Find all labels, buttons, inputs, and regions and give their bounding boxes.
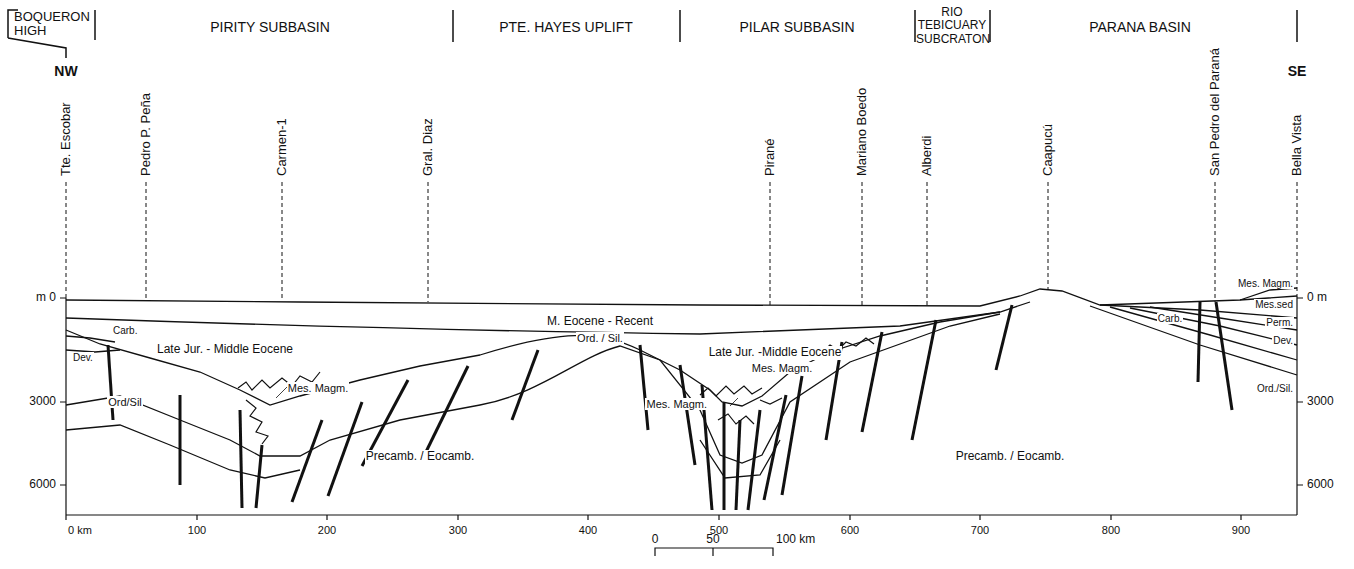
depth-label: 3000 bbox=[1307, 395, 1334, 408]
layer-label: Ord/Sil bbox=[107, 396, 143, 408]
distance-label: 900 bbox=[1232, 524, 1250, 536]
depth-label: 6000 bbox=[1307, 478, 1334, 491]
region-name: RIO TEBICUARY SUBCRATON bbox=[916, 6, 988, 46]
layer-label: Mes. Magm. bbox=[751, 362, 814, 374]
well-name: Pedro P. Peña bbox=[139, 93, 153, 176]
layer-label: Mes. Magm. bbox=[1237, 278, 1294, 289]
well-name: San Pedro del Paraná bbox=[1208, 48, 1222, 176]
region-name: PARANA BASIN bbox=[1089, 20, 1191, 35]
distance-label: 400 bbox=[579, 524, 597, 536]
layer-label: Ord./Sil. bbox=[1256, 383, 1294, 394]
layer-label: Dev. bbox=[72, 352, 94, 363]
layer-label: Perm. bbox=[1265, 317, 1294, 328]
well-name: Caapucú bbox=[1041, 124, 1055, 176]
layer-label: Carb. bbox=[112, 325, 138, 336]
axes bbox=[60, 296, 1303, 556]
region-name: PILAR SUBBASIN bbox=[739, 20, 854, 35]
distance-label: 300 bbox=[449, 524, 467, 536]
layer-label: Late Jur. - Middle Eocene bbox=[156, 343, 294, 356]
depth-label: 6000 bbox=[29, 478, 56, 491]
distance-label: 700 bbox=[971, 524, 989, 536]
direction-label: NW bbox=[54, 64, 77, 79]
region-name: PTE. HAYES UPLIFT bbox=[499, 20, 633, 35]
distance-label: 200 bbox=[318, 524, 336, 536]
scale-label: 0 bbox=[652, 533, 659, 546]
layer-label: Ord. / Sil. bbox=[576, 332, 624, 344]
well-name: Alberdi bbox=[920, 136, 934, 176]
layer-label: Mes. Magm. bbox=[287, 382, 350, 394]
depth-label: 3000 bbox=[29, 395, 56, 408]
well-name: Mariano Boedo bbox=[855, 88, 869, 176]
well-name: Gral. Diaz bbox=[421, 118, 435, 176]
distance-label: 0 km bbox=[68, 524, 92, 536]
well-lines bbox=[66, 182, 1297, 306]
layer-label: M. Eocene - Recent bbox=[546, 315, 654, 328]
well-name: Pirané bbox=[763, 138, 777, 176]
distance-label: 100 bbox=[188, 524, 206, 536]
layer-label: Dev. bbox=[1272, 335, 1294, 346]
layer-label: Precamb. / Eocamb. bbox=[365, 450, 476, 463]
layer-label: Late Jur. -Middle Eocene bbox=[708, 346, 843, 359]
layer-label: Precamb. / Eocamb. bbox=[955, 450, 1066, 463]
layer-label: Carb. bbox=[1157, 313, 1183, 324]
depth-label: m 0 bbox=[36, 291, 56, 304]
layer-label: Mes. Magm. bbox=[645, 398, 708, 410]
depth-label: 0 m bbox=[1307, 291, 1327, 304]
direction-label: SE bbox=[1288, 64, 1307, 79]
distance-label: 600 bbox=[841, 524, 859, 536]
region-dividers bbox=[8, 10, 1297, 58]
region-name: BOQUERON HIGH bbox=[14, 10, 92, 39]
region-name: PIRITY SUBBASIN bbox=[210, 20, 330, 35]
well-name: Carmen-1 bbox=[275, 118, 289, 176]
well-name: Bella Vista bbox=[1290, 115, 1304, 176]
scale-label: 100 km bbox=[776, 533, 815, 546]
well-name: Tte. Escobar bbox=[59, 102, 73, 176]
distance-label: 800 bbox=[1102, 524, 1120, 536]
scale-label: 50 bbox=[706, 533, 719, 546]
layer-label: Mes.sed bbox=[1254, 299, 1294, 310]
faults bbox=[108, 302, 1232, 510]
strata-boundaries bbox=[66, 288, 1297, 478]
